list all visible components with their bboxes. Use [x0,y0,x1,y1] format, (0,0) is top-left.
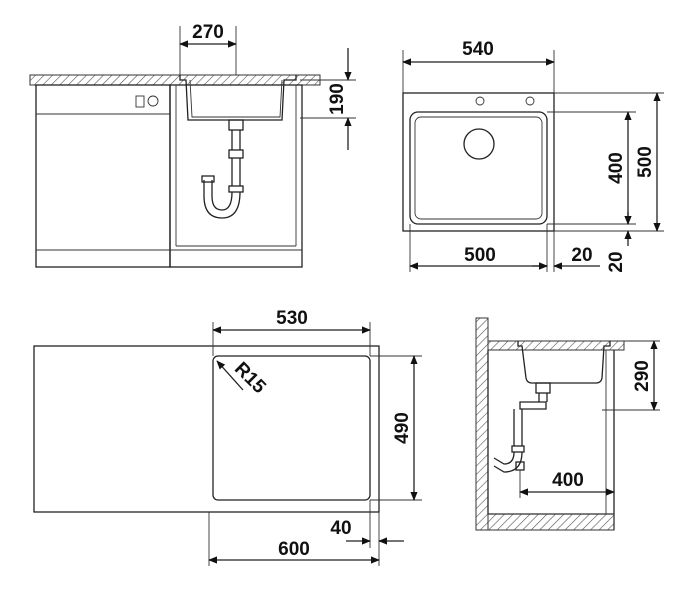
dim-top-side-margin: 20 [571,245,592,266]
dim-cutout-width: 530 [276,308,308,329]
wall [475,317,489,531]
countertop [29,74,321,86]
sink-cabinet [169,84,303,268]
tap-hole-right [525,96,535,106]
sink-outline [402,92,555,232]
left-cabinet [35,84,171,268]
dim-top-outer-height: 500 [635,146,656,178]
side-view: 290 400 [475,317,660,531]
bowl-inner [414,116,543,220]
dim-cutout-height: 490 [392,412,413,444]
dim-front-width: 270 [192,22,224,43]
dim-top-bottom-margin: 20 [606,251,627,272]
bowl-outer [409,111,548,225]
dim-top-outer-width: 540 [462,39,494,60]
front-view: 270 190 [29,22,356,268]
dim-top-bowl-width: 500 [464,245,496,266]
side-countertop [487,340,625,351]
side-drain-trap [493,382,551,473]
dishwasher-knob [147,95,159,107]
countertop-outline [33,345,380,513]
dim-cutout-radius: R15 [230,358,270,398]
dim-top-bowl-height: 400 [606,152,627,184]
cutout-view: R15 530 490 600 40 [33,308,422,566]
dim-cabinet-width: 600 [278,539,310,560]
dishwasher-button [135,95,145,108]
cutout-opening [212,355,371,501]
drain-hole [463,128,495,160]
top-view: 540 400 500 500 20 20 [402,39,664,273]
drain-trap [201,119,244,219]
side-sink-bowl [517,341,611,384]
dim-cutout-offset: 40 [330,518,351,539]
dim-front-depth: 190 [327,83,348,115]
cabinet-plinth [487,513,615,531]
dim-side-depth: 290 [632,360,653,392]
tap-hole-left [475,96,485,106]
dim-side-drain-offset: 400 [552,470,584,491]
